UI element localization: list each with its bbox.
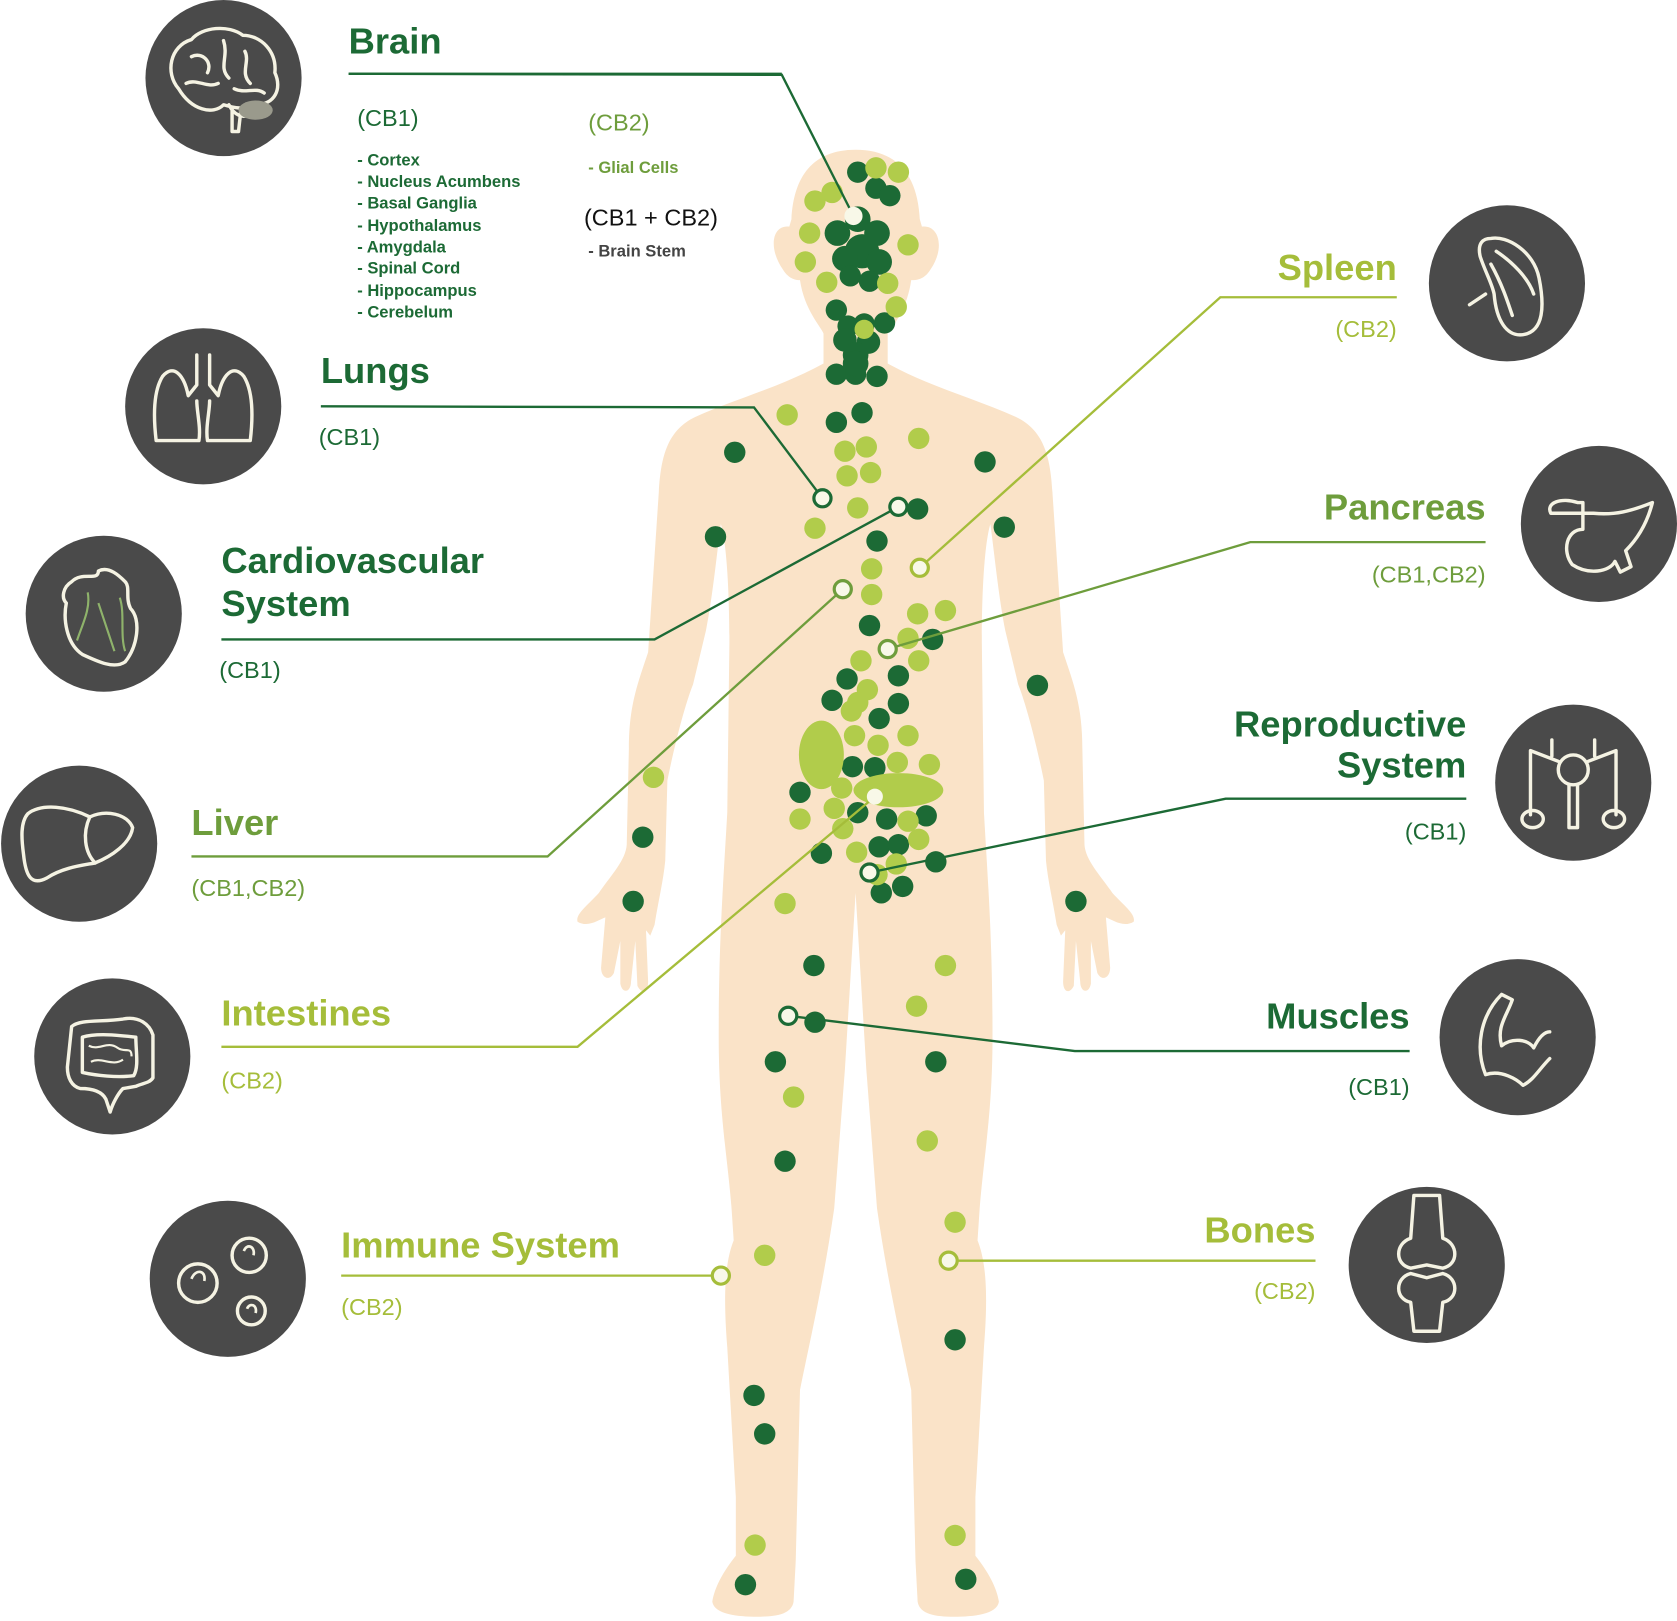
bones-title: Bones	[1204, 1209, 1315, 1250]
brain-title: Brain	[349, 20, 442, 61]
lungs-receptors: (CB1)	[319, 424, 380, 450]
brain-cb1-item: - Hypothalamus	[357, 216, 481, 235]
reproductive-icon	[1495, 704, 1652, 861]
cardio-marker	[888, 496, 909, 517]
bones-label: Bones (CB2)	[1204, 1209, 1315, 1304]
muscles-title: Muscles	[1266, 996, 1409, 1037]
liver-title: Liver	[191, 802, 278, 843]
muscles-connector	[788, 1014, 1410, 1053]
lungs-icon	[125, 328, 282, 485]
intestines-icon	[34, 978, 191, 1135]
reproductive-marker	[859, 862, 880, 883]
pancreas-icon	[1520, 445, 1677, 602]
immune-receptors: (CB2)	[341, 1294, 402, 1320]
reproductive-title-line1: Reproductive	[1234, 704, 1466, 745]
cardio-connector	[221, 505, 899, 641]
brain-cb1-item: - Hippocampus	[357, 281, 477, 300]
pancreas-receptors: (CB1,CB2)	[1372, 562, 1486, 588]
brain-cb2-item: - Glial Cells	[588, 158, 678, 177]
pancreas-label: Pancreas (CB1,CB2)	[1324, 487, 1486, 588]
brain-both-item: - Brain Stem	[588, 242, 686, 261]
lungs-label: Lungs (CB1)	[319, 350, 430, 450]
intestines-label: Intestines (CB2)	[221, 992, 391, 1093]
reproductive-receptors: (CB1)	[1405, 818, 1466, 844]
brain-cb2-heading: (CB2)	[588, 109, 649, 135]
brain-cb1-heading: (CB1)	[357, 105, 418, 131]
lungs-connector	[320, 405, 824, 499]
cardio-receptors: (CB1)	[219, 657, 280, 683]
liver-icon	[1, 765, 158, 922]
pancreas-title: Pancreas	[1324, 487, 1486, 528]
cardio-title-line2: System	[221, 583, 350, 624]
liver-receptors: (CB1,CB2)	[191, 875, 305, 901]
intestines-marker	[866, 788, 883, 805]
brain-icon	[145, 0, 302, 157]
spleen-receptors: (CB2)	[1335, 316, 1396, 342]
reproductive-title-line2: System	[1337, 744, 1466, 785]
liver-connector	[191, 588, 844, 858]
pancreas-marker	[877, 638, 898, 660]
muscles-marker	[778, 1005, 799, 1026]
spleen-marker	[909, 557, 930, 578]
cardio-title-line1: Cardiovascular	[221, 540, 484, 581]
lungs-title: Lungs	[321, 350, 430, 391]
connector-markers	[710, 206, 959, 1286]
intestines-receptors: (CB2)	[221, 1068, 282, 1094]
brain-marker	[844, 206, 863, 226]
intestines-title: Intestines	[221, 992, 391, 1033]
liver-label: Liver (CB1,CB2)	[191, 802, 305, 901]
immune-marker	[710, 1265, 732, 1286]
pancreas-connector	[887, 540, 1486, 651]
brain-both-heading: (CB1 + CB2)	[584, 205, 718, 231]
muscle-arm-icon	[1439, 959, 1596, 1116]
heart-icon	[25, 535, 182, 692]
muscles-receptors: (CB1)	[1348, 1074, 1409, 1100]
liver-marker	[832, 579, 853, 600]
bone-joint-icon	[1348, 1186, 1505, 1343]
reproductive-label: Reproductive System (CB1)	[1234, 704, 1466, 845]
cb1-dots	[622, 402, 1087, 1596]
spleen-title: Spleen	[1278, 247, 1397, 288]
spleen-label: Spleen (CB2)	[1278, 247, 1397, 342]
brain-cb2-dots	[794, 157, 919, 339]
brain-cb1-item: - Amygdala	[357, 237, 446, 256]
brain-cb1-item: - Nucleus Acumbens	[357, 172, 520, 191]
lungs-marker	[812, 488, 833, 509]
brain-cb1-item: - Spinal Cord	[357, 259, 460, 278]
intestines-connector	[221, 795, 876, 1048]
spleen-icon	[1428, 205, 1586, 362]
brain-cb1-item: - Basal Ganglia	[357, 194, 477, 213]
immune-title: Immune System	[341, 1224, 620, 1265]
bones-receptors: (CB2)	[1254, 1278, 1315, 1304]
reproductive-connector	[869, 797, 1467, 874]
brain-cb1-item: - Cortex	[357, 151, 420, 170]
spleen-connector	[918, 296, 1397, 569]
immune-cells-icon	[149, 1200, 306, 1357]
muscles-label: Muscles (CB1)	[1266, 996, 1409, 1100]
bones-marker	[938, 1250, 959, 1271]
cardio-label: Cardiovascular System (CB1)	[219, 540, 484, 683]
brain-label: Brain (CB1) - Cortex - Nucleus Acumbens …	[349, 20, 718, 321]
immune-label: Immune System (CB2)	[341, 1224, 620, 1320]
brain-cb1-item: - Cerebelum	[357, 303, 453, 322]
